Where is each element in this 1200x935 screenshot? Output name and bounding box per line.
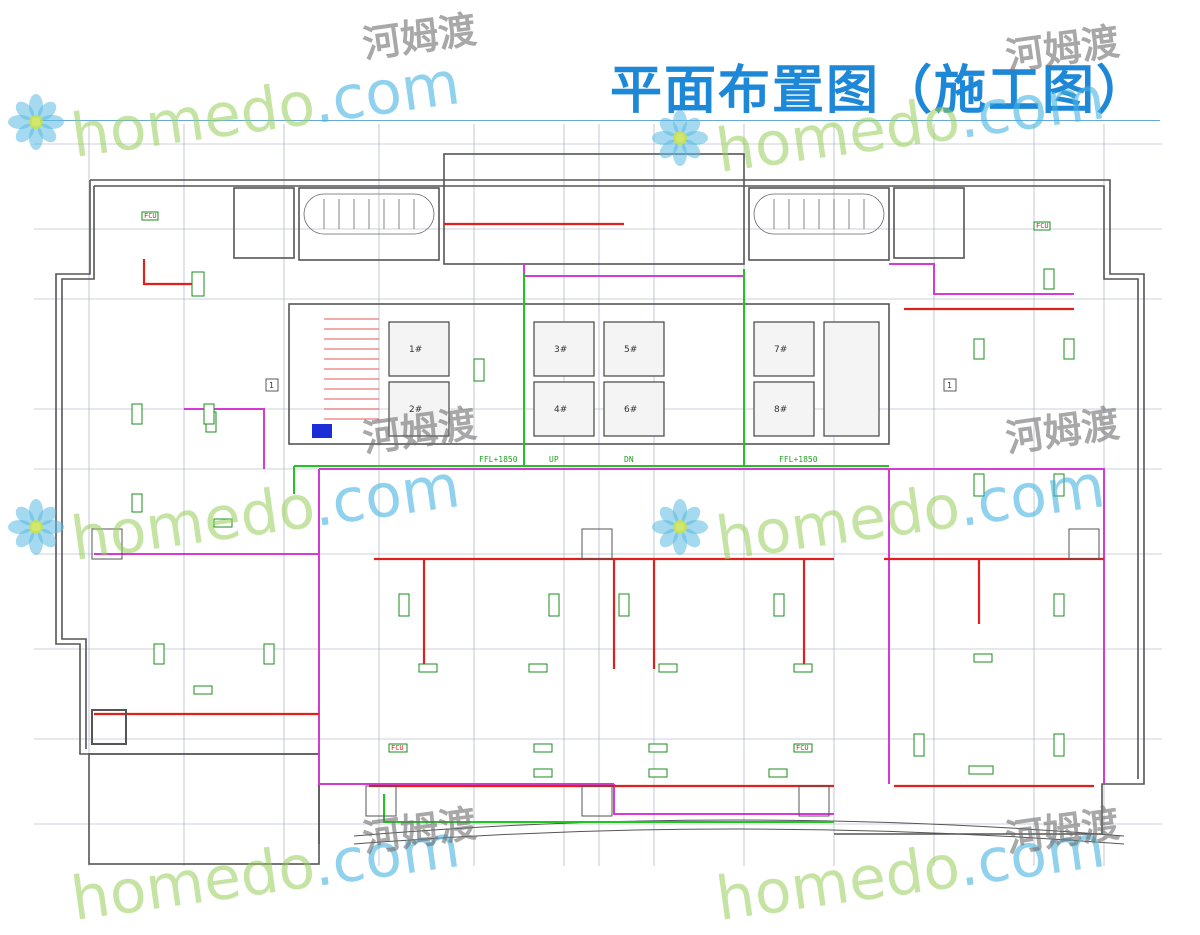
pipe-ref-label-2: FFL+1850 — [779, 455, 818, 464]
riser-block — [312, 424, 332, 438]
unit-tag: FCU — [391, 744, 404, 752]
pipe-annotations: FFL+1850 FFL+1850 UP DN — [479, 455, 818, 464]
lift-labels: 1# 2# 3# 4# 5# 6# 7# 8# — [409, 345, 787, 415]
unit-tag: FCU — [1036, 222, 1049, 230]
unit-tag: FCU — [144, 212, 157, 220]
columns — [91, 528, 1100, 817]
watermark-cn: 河姆渡 — [359, 7, 480, 67]
lift-7-label: 7# — [774, 345, 787, 355]
pipe-ref-label-1: FFL+1850 — [479, 455, 518, 464]
green-pipe-runs — [293, 269, 889, 823]
lift-5-label: 5# — [624, 345, 637, 355]
title-divider — [40, 120, 1160, 121]
unit-tags: FCU FCU FCU FCU — [144, 212, 1049, 752]
lift-1-label: 1# — [409, 345, 422, 355]
grid-marker-a: 1 — [269, 381, 274, 390]
shaft-hatch — [324, 318, 379, 420]
page-title: 平面布置图（施工图） — [609, 61, 1150, 121]
lift-4-label: 4# — [554, 405, 567, 415]
dn-label: DN — [624, 455, 634, 464]
grid-markers — [265, 378, 957, 392]
magenta-duct-runs — [94, 263, 1105, 815]
unit-tag: FCU — [796, 744, 809, 752]
floor-plan-drawing: 1# 2# 3# 4# 5# 6# 7# 8# — [34, 124, 1162, 866]
stairs — [303, 193, 885, 235]
up-label: UP — [549, 455, 559, 464]
lift-8-label: 8# — [774, 405, 787, 415]
lift-3-label: 3# — [554, 345, 567, 355]
grid-marker-b: 1 — [947, 381, 952, 390]
equipment-units — [131, 211, 1075, 778]
building-walls — [55, 153, 1145, 865]
elevator-shafts — [388, 321, 880, 437]
lift-2-label: 2# — [409, 405, 422, 415]
lift-6-label: 6# — [624, 405, 637, 415]
